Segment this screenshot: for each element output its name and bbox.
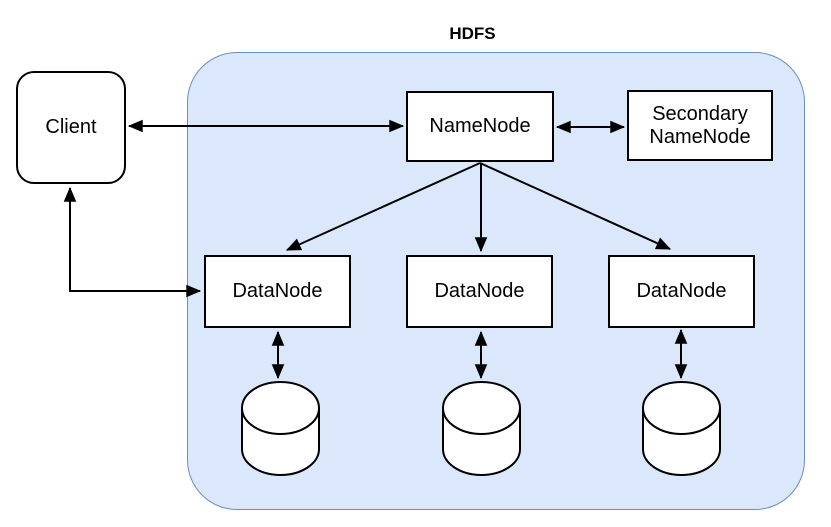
namenode-node-label: NameNode: [429, 115, 531, 137]
client-node-label: Client: [45, 116, 97, 138]
client-node: Client: [16, 71, 126, 184]
hdfs-group-title: HDFS: [449, 24, 496, 43]
namenode-node: NameNode: [406, 91, 554, 162]
edge-client-datanode1: [63, 186, 202, 298]
datanode-node-3-label: DataNode: [636, 280, 727, 302]
datanode-node-1-label: DataNode: [232, 280, 323, 302]
datanode-node-3: DataNode: [608, 255, 755, 328]
datanode-node-2: DataNode: [406, 255, 553, 328]
datanode-node-2-label: DataNode: [434, 280, 525, 302]
secondary-namenode-node: Secondary NameNode: [627, 90, 773, 161]
datanode-node-1: DataNode: [204, 255, 351, 328]
secondary-namenode-node-label: Secondary NameNode: [649, 102, 751, 148]
